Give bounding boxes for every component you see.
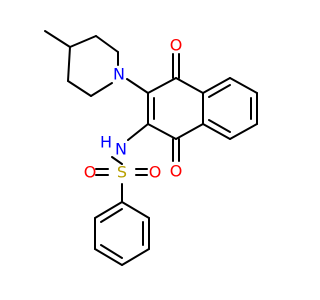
bond-c4-c4a	[175, 77, 204, 94]
bond-c3-c4	[147, 77, 177, 94]
bond-benzo-4	[229, 123, 258, 140]
atom-h-amide: H	[100, 133, 112, 152]
bond-ph-3	[121, 248, 150, 266]
bond-pip-6	[67, 46, 71, 82]
atom-o-bottom: O	[170, 162, 183, 181]
atom-s-sulfonyl: S	[117, 163, 127, 182]
atom-n-piperidine: N	[113, 65, 125, 84]
bond-pip-4	[90, 82, 113, 97]
bond-pip-5	[67, 80, 92, 97]
bond-ph-6	[94, 201, 123, 219]
bond-n-c3	[126, 78, 149, 94]
bond-ph-inner-2	[100, 244, 123, 259]
bond-ph-1	[121, 201, 150, 219]
bond-c1-c2	[147, 123, 177, 140]
bond-benzo-5	[202, 123, 231, 140]
bond-ph-4	[94, 248, 123, 266]
bond-c2-nh	[127, 123, 149, 141]
bond-c8a-c1	[175, 123, 204, 140]
atom-o-sulfonyl-left: O	[84, 163, 97, 182]
atom-labels: N O O H N S O O	[84, 36, 183, 182]
bond-methyl	[44, 30, 71, 48]
bond-ph-inner-3	[100, 208, 123, 223]
molecule-structure: N O O H N S O O	[44, 30, 258, 266]
atom-n-amide: N	[115, 140, 127, 159]
bond-nh-s	[111, 156, 123, 165]
bond-pip-1	[69, 35, 97, 48]
bond-benzo-inner-3	[208, 119, 231, 133]
bond-benzo-inner-1	[208, 84, 231, 98]
atom-o-sulfonyl-right: O	[149, 163, 162, 182]
bond-benzo-1	[202, 77, 231, 94]
bond-pip-2	[95, 35, 119, 53]
bond-lines	[44, 30, 258, 266]
atom-o-top: O	[170, 36, 183, 55]
bond-benzo-2	[229, 77, 258, 94]
